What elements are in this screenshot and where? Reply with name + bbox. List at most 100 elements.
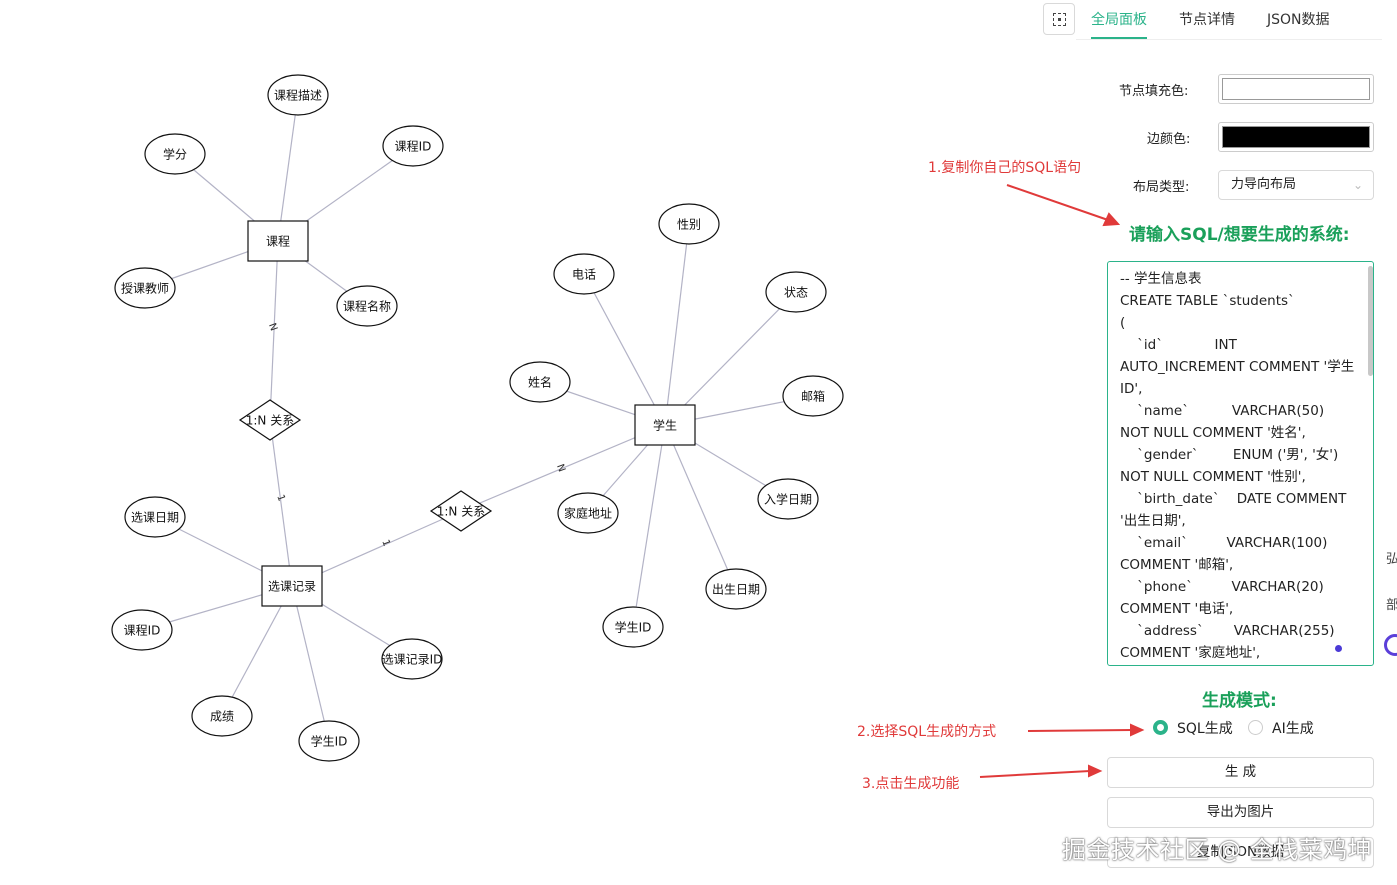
attribute-node[interactable]: 学生ID: [298, 720, 360, 762]
active-tab-indicator: [1091, 37, 1147, 39]
entity-node[interactable]: 学生: [634, 404, 696, 446]
attribute-node[interactable]: 性别: [658, 203, 720, 245]
attribute-ellipse: [191, 695, 253, 737]
annotation-step3: 3.点击生成功能: [862, 776, 960, 792]
edge-cardinality-label: N: [266, 322, 279, 333]
relation-label: 1:N 关系: [246, 414, 294, 428]
er-nodes: 课程描述学分课程ID授课教师课程名称性别电话状态姓名邮箱家庭地址入学日期出生日期…: [111, 74, 844, 762]
relation-edge: [269, 240, 279, 421]
textarea-scrollbar[interactable]: [1368, 266, 1373, 376]
assistant-icon[interactable]: [1384, 634, 1397, 656]
input-title: 请输入SQL/想要生成的系统:: [1129, 225, 1350, 245]
side-toolbar-glyph[interactable]: 弘: [1386, 552, 1397, 567]
entity-node[interactable]: 课程: [247, 220, 309, 262]
attribute-label: 课程ID: [395, 139, 432, 154]
radio-sql-mode[interactable]: [1153, 720, 1168, 735]
attribute-ellipse: [381, 638, 443, 680]
radio-ai-mode[interactable]: [1248, 720, 1263, 735]
cursor-dot: [1335, 645, 1342, 652]
border-color-swatch: [1222, 126, 1370, 148]
attribute-ellipse: [509, 361, 571, 403]
attribute-node[interactable]: 学分: [144, 133, 206, 175]
attribute-label: 姓名: [528, 375, 552, 390]
relation-edge: [460, 424, 666, 512]
attribute-ellipse: [267, 74, 329, 116]
tab-global-panel[interactable]: 全局面板: [1091, 12, 1147, 28]
watermark: 掘金技术社区 @ 全栈菜鸡坤: [1062, 836, 1373, 864]
mode-title: 生成模式:: [1202, 691, 1277, 711]
attribute-edge: [664, 291, 797, 426]
attribute-label: 出生日期: [712, 583, 760, 597]
attribute-node[interactable]: 课程ID: [382, 125, 444, 167]
relation-node[interactable]: 1:N 关系: [238, 399, 302, 441]
border-color-picker[interactable]: [1218, 122, 1374, 152]
fill-color-label: 节点填充色:: [1119, 84, 1189, 99]
entity-rect: [247, 220, 309, 262]
attribute-node[interactable]: 邮箱: [782, 375, 844, 417]
attribute-label: 电话: [572, 268, 596, 282]
tab-json-data[interactable]: JSON数据: [1267, 12, 1330, 28]
attribute-edge: [583, 273, 666, 426]
attribute-node[interactable]: 课程名称: [336, 285, 398, 327]
attribute-node[interactable]: 成绩: [191, 695, 253, 737]
attribute-ellipse: [765, 271, 827, 313]
attribute-ellipse: [111, 609, 173, 651]
attribute-node[interactable]: 状态: [765, 271, 827, 313]
attribute-node[interactable]: 授课教师: [114, 267, 176, 309]
entity-rect: [261, 565, 323, 607]
attribute-node[interactable]: 学生ID: [602, 606, 664, 648]
copy-json-button[interactable]: 复制JSON数据: [1107, 837, 1374, 868]
edge-cardinality-label: 1: [379, 538, 392, 548]
attribute-ellipse: [557, 492, 619, 534]
attribute-label: 课程名称: [343, 299, 391, 314]
attribute-node[interactable]: 入学日期: [757, 478, 819, 520]
tab-node-details[interactable]: 节点详情: [1179, 12, 1235, 28]
attribute-label: 状态: [784, 286, 808, 300]
entity-node[interactable]: 选课记录: [261, 565, 323, 607]
export-image-button[interactable]: 导出为图片: [1107, 797, 1374, 828]
panel-tabs: 全局面板 节点详情 JSON数据: [1076, 0, 1397, 42]
attribute-node[interactable]: 选课日期: [124, 496, 186, 538]
attribute-ellipse: [705, 568, 767, 610]
relation-edge: [269, 419, 293, 587]
attribute-label: 学生ID: [311, 734, 348, 749]
fill-color-picker[interactable]: [1218, 74, 1374, 104]
attribute-label: 课程ID: [124, 623, 161, 638]
attribute-node[interactable]: 电话: [553, 253, 615, 295]
attribute-edge: [664, 424, 737, 590]
attribute-node[interactable]: 课程描述: [267, 74, 329, 116]
attribute-ellipse: [782, 375, 844, 417]
chevron-down-icon: ⌄: [1352, 178, 1363, 192]
attribute-label: 性别: [677, 218, 701, 232]
layout-type-select[interactable]: 力导向布局 ⌄: [1218, 170, 1374, 200]
attribute-node[interactable]: 姓名: [509, 361, 571, 403]
edge-cardinality-label: 1: [274, 493, 287, 503]
relation-label: 1:N 关系: [437, 505, 485, 519]
attribute-edge: [664, 223, 690, 426]
relation-node[interactable]: 1:N 关系: [429, 490, 493, 532]
attribute-edge: [277, 94, 299, 242]
sql-input-textarea[interactable]: -- 学生信息表 CREATE TABLE `students` ( `id` …: [1107, 261, 1374, 666]
attribute-ellipse: [757, 478, 819, 520]
attribute-label: 学生ID: [615, 620, 652, 635]
attribute-label: 学分: [163, 147, 187, 162]
attribute-node[interactable]: 家庭地址: [557, 492, 619, 534]
entity-label: 选课记录: [268, 580, 316, 594]
attribute-label: 选课记录ID: [382, 653, 443, 667]
fill-color-swatch: [1222, 78, 1370, 100]
radio-sql-label[interactable]: SQL生成: [1177, 721, 1233, 737]
layout-type-label: 布局类型:: [1133, 180, 1190, 195]
panel-toggle-button[interactable]: [1043, 3, 1075, 35]
attribute-node[interactable]: 选课记录ID: [381, 638, 443, 680]
attribute-node[interactable]: 课程ID: [111, 609, 173, 651]
entity-label: 学生: [653, 418, 677, 433]
attribute-label: 授课教师: [121, 281, 169, 296]
focus-icon: [1052, 12, 1066, 26]
radio-ai-label[interactable]: AI生成: [1272, 721, 1314, 737]
generate-button[interactable]: 生 成: [1107, 757, 1374, 788]
attribute-edge: [291, 585, 330, 742]
side-toolbar-glyph[interactable]: 部: [1386, 598, 1397, 613]
attribute-node[interactable]: 出生日期: [705, 568, 767, 610]
attribute-label: 家庭地址: [564, 506, 612, 521]
